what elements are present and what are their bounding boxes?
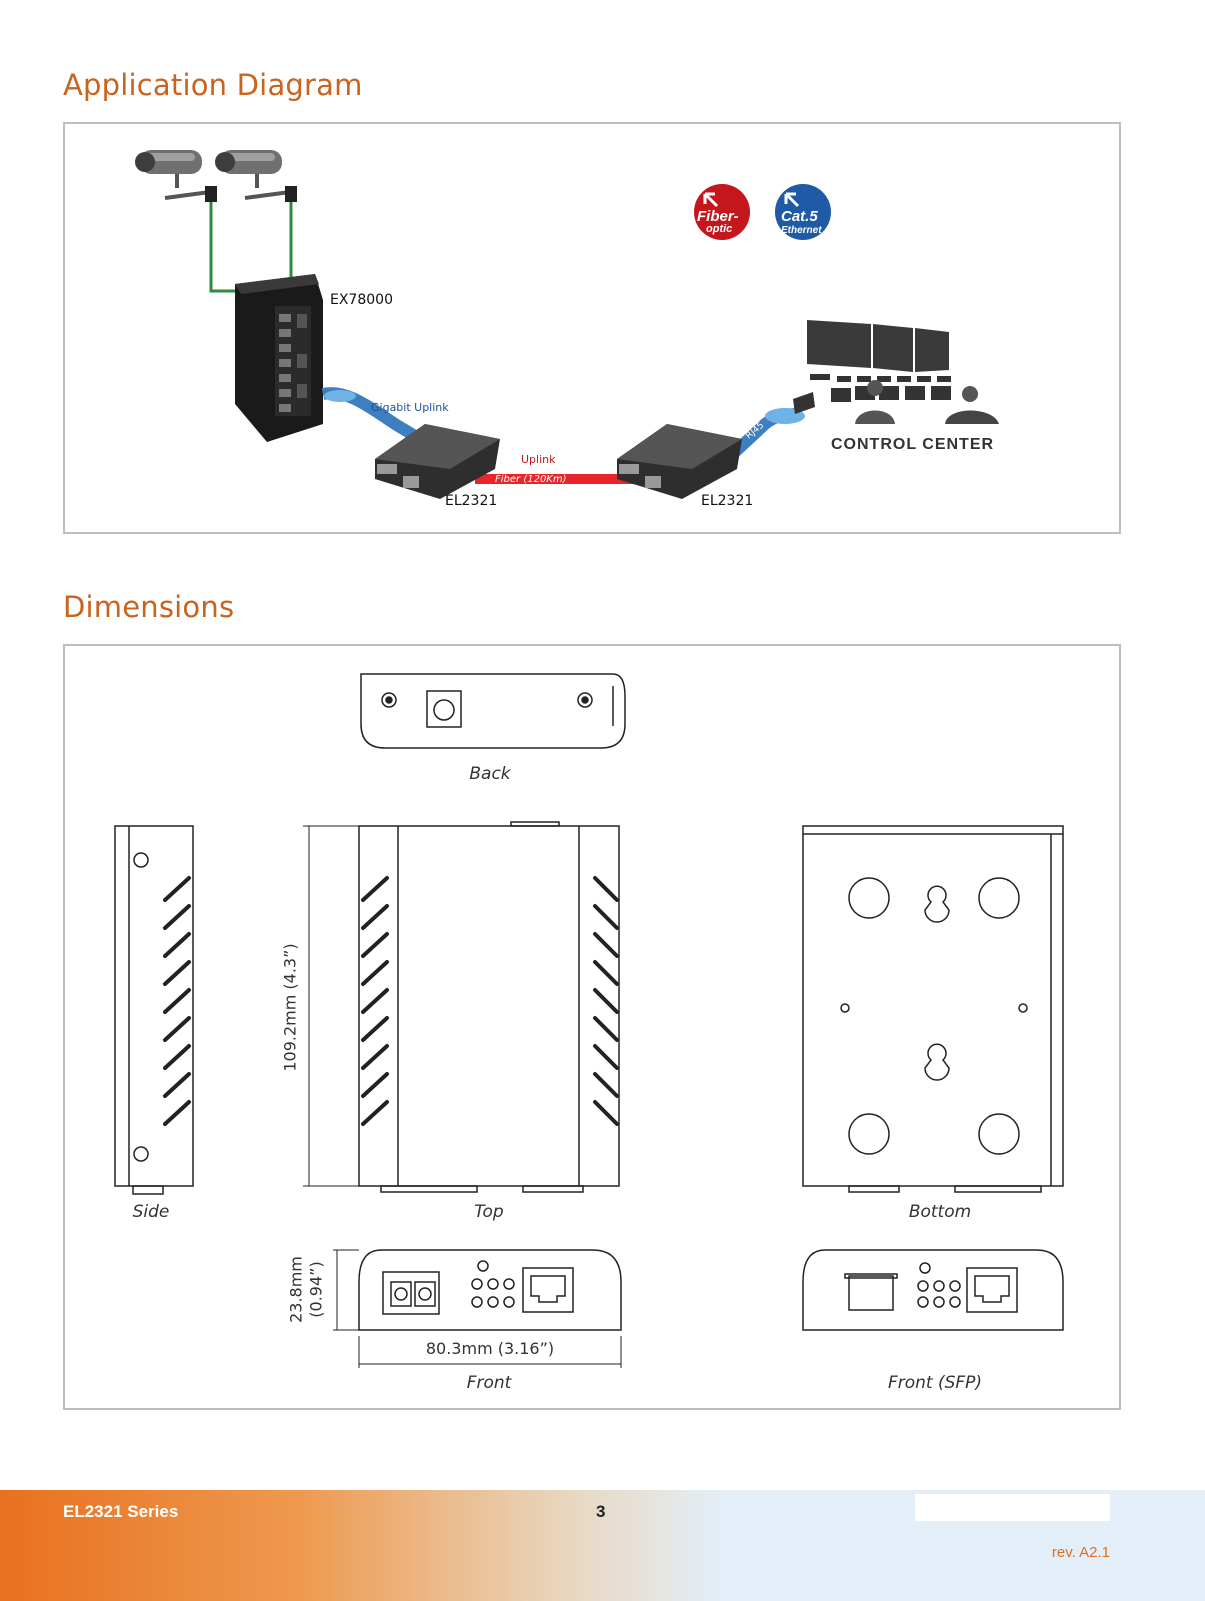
- device-left-label: EL2321: [445, 493, 498, 509]
- vent-slot: [593, 1044, 619, 1070]
- vent-slot: [163, 904, 191, 930]
- width-dimension-text: 80.3mm (3.16”): [425, 1339, 555, 1358]
- device-right-label: EL2321: [701, 493, 754, 509]
- fiber-optic-badge: [694, 184, 750, 240]
- depth-dimension-text-line1: 23.8mm: [286, 1256, 306, 1323]
- gigabit-uplink-label: Gigabit Uplink: [371, 401, 449, 414]
- camera-icon: [135, 150, 217, 202]
- vent-slot: [593, 988, 619, 1014]
- switch-label: EX78000: [330, 292, 393, 308]
- vent-slot: [361, 988, 389, 1014]
- depth-dimension-line: [333, 1249, 359, 1331]
- caption-side: Side: [132, 1202, 170, 1222]
- vent-slot: [593, 876, 619, 902]
- vent-slot: [593, 960, 619, 986]
- vent-slot: [593, 1072, 619, 1098]
- copper-cable: [209, 202, 237, 293]
- caption-front-sfp: Front (SFP): [887, 1373, 983, 1393]
- cat5-badge-line2: Ethernet: [781, 225, 822, 236]
- front-view: [358, 1249, 622, 1331]
- footer-series: EL2321 Series: [63, 1502, 179, 1521]
- vent-slot: [593, 932, 619, 958]
- vent-slot: [361, 1016, 389, 1042]
- page-footer: EL2321 Series 3 rev. A2.1: [0, 1490, 1205, 1601]
- dimensions-title: Dimensions: [63, 590, 235, 624]
- vent-slot: [163, 960, 191, 986]
- switch-icon: [235, 274, 323, 442]
- vent-slot: [361, 1072, 389, 1098]
- application-diagram-frame: Fiber- optic Cat.5 Ethernet EX78000 Giga…: [63, 122, 1121, 534]
- height-dimension-text: 109.2mm (4.3”): [280, 943, 300, 1072]
- vent-slot: [361, 904, 389, 930]
- vent-slot: [163, 1072, 191, 1098]
- media-converter-icon: [617, 424, 742, 499]
- vent-slot: [593, 1100, 619, 1126]
- vent-slot: [593, 904, 619, 930]
- caption-back: Back: [469, 764, 511, 784]
- caption-bottom: Bottom: [908, 1202, 972, 1222]
- vent-slot: [361, 1044, 389, 1070]
- vent-slot: [163, 876, 191, 902]
- vent-slot: [593, 1016, 619, 1042]
- vent-slot: [361, 876, 389, 902]
- fiber-badge-line2: optic: [706, 223, 733, 235]
- fiber-badge-line1: Fiber-: [697, 208, 739, 225]
- fiber-distance-label: Fiber (120Km): [495, 474, 567, 485]
- footer-page-number: 3: [596, 1502, 606, 1521]
- footer-revision: rev. A2.1: [1051, 1544, 1110, 1561]
- dimensions-svg: [114, 673, 1064, 1368]
- application-diagram-svg: [135, 150, 999, 499]
- media-converter-icon: [375, 424, 500, 499]
- cat5-badge-line1: Cat.5: [781, 208, 818, 225]
- vent-slot: [163, 988, 191, 1014]
- vent-slot: [163, 932, 191, 958]
- vent-slot: [361, 1100, 389, 1126]
- cat5-ethernet-badge: [775, 184, 831, 240]
- back-view: [360, 673, 626, 749]
- vent-slot: [163, 1016, 191, 1042]
- dimensions-frame: Back Side Top Bottom Front Front (SFP) 1…: [63, 644, 1121, 1410]
- vent-slots: [163, 876, 619, 1126]
- height-dimension-line: [303, 825, 359, 1187]
- control-center-label: CONTROL CENTER: [831, 436, 995, 453]
- depth-dimension-text-line2: (0.94”): [306, 1261, 326, 1318]
- control-center-icon: [793, 320, 999, 424]
- vent-slot: [361, 932, 389, 958]
- application-diagram-title: Application Diagram: [63, 68, 363, 102]
- camera-icon: [215, 150, 297, 202]
- vent-slot: [361, 960, 389, 986]
- caption-front: Front: [466, 1373, 512, 1393]
- vent-slot: [163, 1100, 191, 1126]
- footer-blank-box: [915, 1494, 1110, 1521]
- bottom-view: [802, 825, 1064, 1193]
- uplink-label: Uplink: [521, 453, 556, 466]
- width-dimension-line: [358, 1336, 622, 1368]
- top-view: [358, 821, 620, 1193]
- side-view: [114, 825, 194, 1195]
- vent-slot: [163, 1044, 191, 1070]
- caption-top: Top: [474, 1202, 504, 1222]
- front-sfp-view: [802, 1249, 1064, 1331]
- rj45-cable-end: [324, 390, 356, 402]
